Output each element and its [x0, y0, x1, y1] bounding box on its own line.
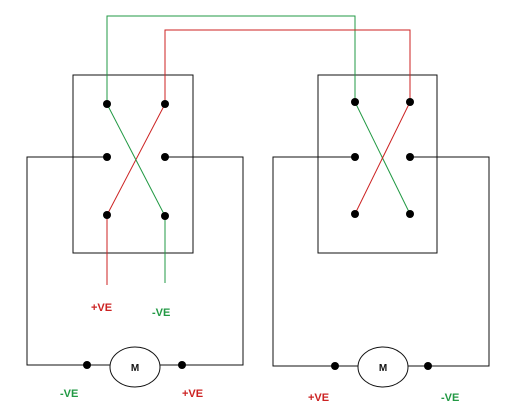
switch1-positive-lead-label: +VE	[91, 302, 112, 314]
motor1-left-label: -VE	[60, 388, 78, 400]
switch-left-housing	[72, 74, 194, 254]
switch1-negative-lead-label: -VE	[152, 307, 170, 319]
left-motor-terminal-left	[83, 361, 91, 369]
left-switch-terminal-top-right	[161, 100, 169, 108]
left-switch-terminal-mid-left	[103, 153, 111, 161]
motor1-right-label: +VE	[182, 388, 203, 400]
right-loop-right-wire	[410, 156, 490, 367]
right-motor-terminal-right	[424, 362, 432, 370]
right-switch-terminal-mid-left	[351, 153, 359, 161]
left-switch-terminal-top-left	[103, 100, 111, 108]
right-switch-terminal-mid-right	[406, 153, 414, 161]
left-motor: M	[109, 346, 161, 388]
right-switch-red-diagonal	[354, 101, 411, 215]
right-switch-terminal-top-right	[406, 98, 414, 106]
left-motor-symbol: M	[131, 363, 139, 374]
left-switch-terminal-bottom-right	[161, 212, 169, 220]
left-switch-terminal-bottom-left	[103, 211, 111, 219]
right-motor: M	[357, 346, 409, 388]
right-motor-symbol: M	[379, 363, 387, 374]
left-loop-left-wire	[26, 156, 107, 366]
right-motor-terminal-left	[331, 362, 339, 370]
left-motor-terminal-right	[178, 361, 186, 369]
right-loop-left-wire	[272, 156, 355, 367]
right-switch-terminal-bottom-left	[351, 210, 359, 218]
left-switch-green-diagonal	[106, 103, 166, 217]
right-switch-terminal-bottom-right	[406, 210, 414, 218]
left-motor-body	[109, 346, 161, 388]
motor2-left-label: +VE	[308, 392, 329, 404]
right-motor-body	[357, 346, 409, 388]
right-switch-terminal-top-left	[351, 98, 359, 106]
left-switch-terminal-mid-right	[161, 153, 169, 161]
green-crossover-wire	[106, 15, 356, 104]
motor2-right-label: -VE	[441, 392, 459, 404]
left-loop-right-wire	[165, 156, 244, 366]
switch-right-housing	[317, 74, 438, 254]
red-crossover-wire	[164, 29, 411, 104]
